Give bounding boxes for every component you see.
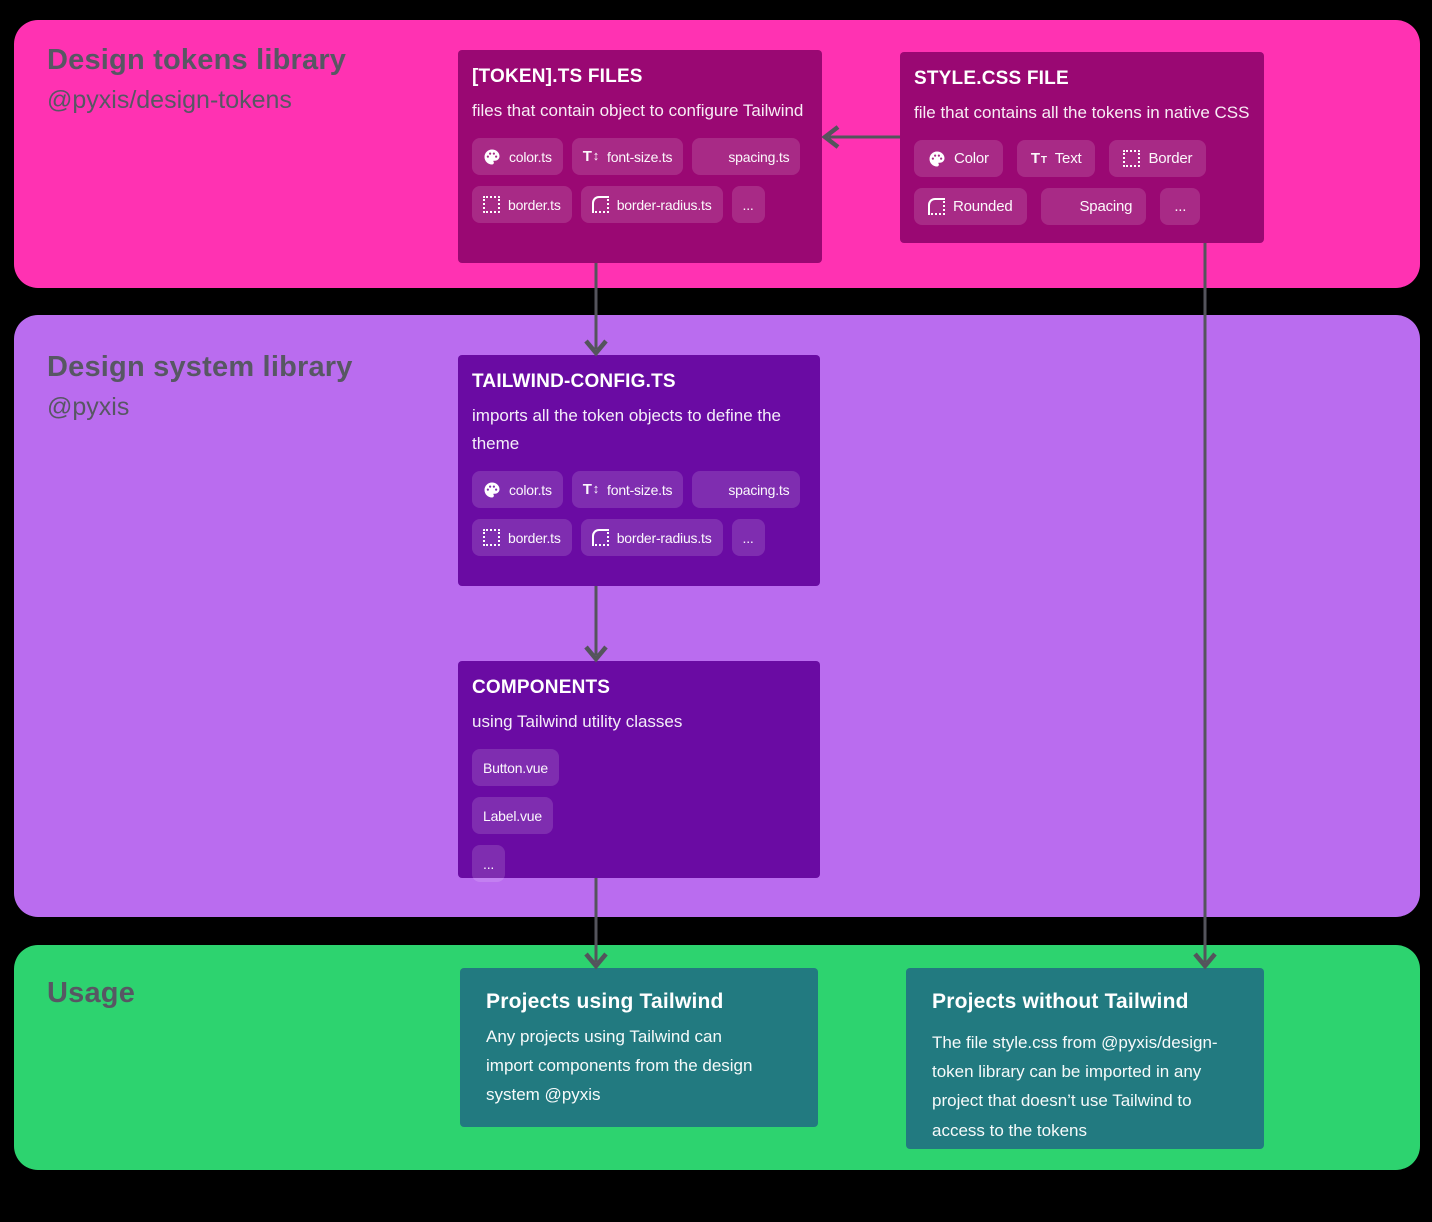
chip-label: Label.vue xyxy=(483,807,542,824)
card-description: imports all the token objects to define … xyxy=(472,406,782,454)
border-radius-icon xyxy=(928,198,945,216)
border-icon xyxy=(1123,150,1141,168)
chip-row: ... xyxy=(472,845,816,883)
chip-label: border.ts xyxy=(508,196,561,213)
card-projects-using-tailwind: Projects using Tailwind Any projects usi… xyxy=(460,968,818,1127)
chip-label: font-size.ts xyxy=(607,481,673,498)
card-title: Projects without Tailwind xyxy=(932,990,1189,1013)
chip-label-vue: Label.vue xyxy=(472,797,553,835)
chip-label: color.ts xyxy=(509,481,552,498)
card-description: files that contain object to configure T… xyxy=(472,101,804,120)
chip-label: Text xyxy=(1054,150,1082,168)
chip-label: ... xyxy=(1174,198,1187,216)
chip-button-vue: Button.vue xyxy=(472,749,559,787)
card-title: [TOKEN].TS FILES xyxy=(472,66,643,87)
spacing-icon xyxy=(1055,199,1072,214)
chip-label: ... xyxy=(483,855,495,872)
chip-font-size-ts: T↕ font-size.ts xyxy=(571,138,684,176)
palette-icon xyxy=(928,150,946,168)
chip-label: border.ts xyxy=(508,529,561,546)
chip-label: spacing.ts xyxy=(728,148,790,165)
chip-label: font-size.ts xyxy=(607,148,673,165)
chip-font-size-ts: T↕ font-size.ts xyxy=(571,471,684,509)
chip-label: Spacing xyxy=(1079,198,1133,216)
spacing-icon xyxy=(703,149,720,164)
palette-icon xyxy=(483,481,501,499)
chip-color: Color xyxy=(914,140,1003,178)
border-icon xyxy=(483,529,500,547)
band-title-usage: Usage xyxy=(47,977,136,1009)
chip-row: Button.vue xyxy=(472,749,816,787)
card-tailwind-config: TAILWIND-CONFIG.TS imports all the token… xyxy=(458,355,820,586)
chip-border-ts: border.ts xyxy=(472,186,572,224)
chip-: ... xyxy=(472,845,506,883)
chip-label: color.ts xyxy=(509,148,552,165)
chip-label: ... xyxy=(742,196,754,213)
card-style-css-file: STYLE.CSS FILE file that contains all th… xyxy=(900,52,1264,243)
chip-label: ... xyxy=(742,529,754,546)
card-title: Projects using Tailwind xyxy=(486,990,724,1013)
card-description: Any projects using Tailwind can import c… xyxy=(486,1027,753,1105)
card-components: COMPONENTS using Tailwind utility classe… xyxy=(458,661,820,883)
chip-rounded: Rounded xyxy=(914,188,1027,226)
font-size-icon: T↕ xyxy=(582,148,600,166)
chip-label: Button.vue xyxy=(483,759,548,776)
card-description: using Tailwind utility classes xyxy=(472,712,683,731)
chip-: ... xyxy=(731,186,765,224)
chip-list: color.ts T↕ font-size.ts spacing.ts border.t… xyxy=(472,471,816,557)
band-subtitle-design-system: @pyxis xyxy=(47,393,130,421)
band-title-design-system: Design system library xyxy=(47,351,353,383)
chip-label: Color xyxy=(954,150,989,168)
border-radius-icon xyxy=(591,196,609,214)
chip-: ... xyxy=(1160,188,1201,226)
chip-spacing-ts: spacing.ts xyxy=(692,471,801,509)
chip-border-radius-ts: border-radius.ts xyxy=(580,186,723,224)
band-subtitle-design-tokens: @pyxis/design-tokens xyxy=(47,86,292,114)
chip-border-ts: border.ts xyxy=(472,519,572,557)
chip-label: Border xyxy=(1148,150,1193,168)
chip-row: Rounded Spacing... xyxy=(914,188,1260,226)
chip-row: border.ts border-radius.ts... xyxy=(472,186,818,224)
card-title: TAILWIND-CONFIG.TS xyxy=(472,371,676,392)
chip-label: spacing.ts xyxy=(728,481,790,498)
chip-row: color.ts T↕ font-size.ts spacing.ts xyxy=(472,138,818,176)
chip-spacing-ts: spacing.ts xyxy=(692,138,801,176)
card-description: file that contains all the tokens in nat… xyxy=(914,103,1250,122)
card-title: COMPONENTS xyxy=(472,677,611,698)
chip-label: Rounded xyxy=(953,198,1013,216)
chip-label: border-radius.ts xyxy=(616,529,712,546)
font-size-icon: T↕ xyxy=(582,481,600,499)
chip-list: color.ts T↕ font-size.ts spacing.ts border.t… xyxy=(472,138,818,224)
chip-color-ts: color.ts xyxy=(472,471,563,509)
chip-color-ts: color.ts xyxy=(472,138,563,176)
card-projects-without-tailwind: Projects without Tailwind The file style… xyxy=(906,968,1264,1149)
card-token-ts-files: [TOKEN].TS FILES files that contain obje… xyxy=(458,50,822,263)
band-title-design-tokens: Design tokens library xyxy=(47,44,347,76)
chip-: ... xyxy=(731,519,765,557)
chip-spacing: Spacing xyxy=(1040,188,1147,226)
chip-row: border.ts border-radius.ts... xyxy=(472,519,816,557)
chip-border-radius-ts: border-radius.ts xyxy=(580,519,723,557)
border-icon xyxy=(483,196,500,214)
chip-row: Label.vue xyxy=(472,797,816,835)
chip-border: Border xyxy=(1109,140,1207,178)
palette-icon xyxy=(483,148,501,166)
card-title: STYLE.CSS FILE xyxy=(914,68,1069,89)
spacing-icon xyxy=(703,482,720,497)
card-description: The file style.css from @pyxis/design-to… xyxy=(932,1033,1218,1140)
chip-label: border-radius.ts xyxy=(616,196,712,213)
chip-row: color.ts T↕ font-size.ts spacing.ts xyxy=(472,471,816,509)
border-radius-icon xyxy=(591,529,609,547)
